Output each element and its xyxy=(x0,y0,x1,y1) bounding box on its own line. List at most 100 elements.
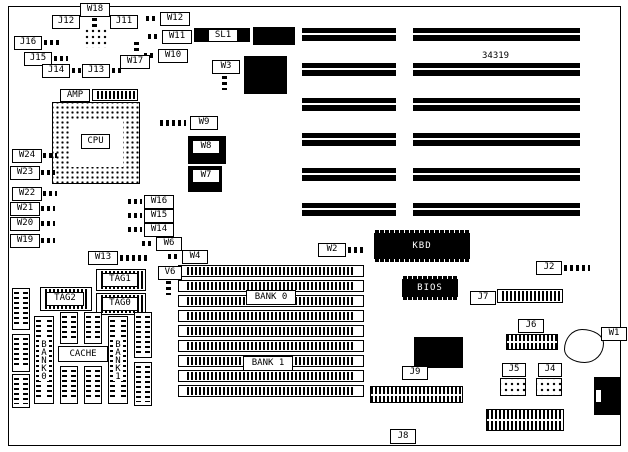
connector-header xyxy=(486,409,564,431)
jumper-pins-j15 xyxy=(54,56,68,61)
isa-slot-2-left xyxy=(302,63,396,76)
jumper-label-w18: W18 xyxy=(80,3,110,17)
connector-j7 xyxy=(497,289,563,303)
cache-label: CACHE xyxy=(58,346,108,362)
jumper-label-w11: W11 xyxy=(162,30,192,44)
bank0-sram-chip: BANK0 xyxy=(34,316,54,404)
isa-slot-4-right xyxy=(413,133,580,146)
amp-connector xyxy=(92,89,138,101)
connector-label-j15: J15 xyxy=(24,52,52,66)
din-connector-notch xyxy=(596,390,601,402)
jumper-label-w24: W24 xyxy=(12,149,42,163)
kbd-label: KBD xyxy=(412,241,432,251)
bank1-sram-label: BANK1 xyxy=(113,339,123,381)
simm-slot-6 xyxy=(178,340,364,352)
ic-chip xyxy=(244,56,287,94)
jumper-label-w3: W3 xyxy=(212,60,240,74)
sram-chip xyxy=(134,362,152,406)
jumper-pins-w16 xyxy=(128,199,142,204)
jumper-label-w2: W2 xyxy=(318,243,346,257)
jumper-pins-w6 xyxy=(142,241,154,246)
connector-label-j4: J4 xyxy=(538,363,562,377)
bios-chip: BIOS xyxy=(402,276,458,300)
sram-chip xyxy=(134,312,152,358)
jumper-pins-w23 xyxy=(41,170,55,175)
jumper-pins-j16 xyxy=(44,40,62,45)
jumper-label-w12: W12 xyxy=(160,12,190,26)
bank1-label: BANK 1 xyxy=(243,356,293,371)
jumper-label-w8: W8 xyxy=(192,140,220,154)
kbd-controller-chip: KBD xyxy=(374,230,470,262)
jumper-pins-w4 xyxy=(168,254,180,259)
jumper-label-w7: W7 xyxy=(192,169,220,183)
jumper-pins-w10 xyxy=(144,53,156,58)
tag2-label: TAG2 xyxy=(46,292,84,306)
sram-chip xyxy=(12,374,30,408)
jumper-label-w15: W15 xyxy=(144,209,174,223)
connector-label-j12: J12 xyxy=(52,15,80,29)
jumper-label-w13: W13 xyxy=(88,251,118,265)
simm-slot-8 xyxy=(178,370,364,382)
connector-label-j11: J11 xyxy=(110,15,138,29)
jumper-pins-w18 xyxy=(92,18,97,28)
part-number: 34319 xyxy=(482,51,510,61)
jumper-label-w22: W22 xyxy=(12,187,42,201)
jumper-label-w9: W9 xyxy=(190,116,218,130)
sram-chip xyxy=(60,366,78,404)
jumper-pins-w17 xyxy=(134,42,139,54)
jumper-label-w14: W14 xyxy=(144,223,174,237)
isa-slot-3-left xyxy=(302,98,396,111)
jumper-pins-w24 xyxy=(43,153,57,158)
jumper-label-w4: W4 xyxy=(182,250,208,264)
jumper-pins-w22 xyxy=(43,191,57,196)
sram-chip xyxy=(84,366,102,404)
jumper-pins-w14 xyxy=(128,227,142,232)
amp-label: AMP xyxy=(60,89,90,102)
jumper-label-w6: W6 xyxy=(156,237,182,251)
connector-j9 xyxy=(370,386,463,403)
sram-chip xyxy=(12,288,30,330)
isa-slot-4-left xyxy=(302,133,396,146)
jumper-label-w17: W17 xyxy=(120,55,150,69)
jumper-pins-v6 xyxy=(166,281,171,295)
tag0-label: TAG0 xyxy=(102,297,138,311)
sl1-label: SL1 xyxy=(208,29,238,42)
isa-slot-2-right xyxy=(413,63,580,76)
jumper-label-w1: W1 xyxy=(601,327,627,341)
isa-slot-3-right xyxy=(413,98,580,111)
w1-connector-outline xyxy=(564,329,604,363)
connector-pins-j2 xyxy=(564,265,590,271)
jumper-pins-w15 xyxy=(128,213,142,218)
isa-slot-1-right xyxy=(413,28,580,41)
sram-chip xyxy=(84,312,102,344)
jumper-pins-w13 xyxy=(120,255,150,261)
connector-label-j9: J9 xyxy=(402,366,428,380)
jumper-block-pins xyxy=(84,28,108,48)
simm-slot-9 xyxy=(178,385,364,397)
jumper-label-w20: W20 xyxy=(10,217,40,231)
isa-slot-5-right xyxy=(413,168,580,181)
jumper-pins-w3 xyxy=(222,76,227,90)
jumper-label-v6: V6 xyxy=(158,266,182,280)
jumper-pins-j13 xyxy=(112,68,124,73)
ic-chip xyxy=(414,337,463,368)
isa-slot-5-left xyxy=(302,168,396,181)
jumper-label-w23: W23 xyxy=(10,166,40,180)
jumper-pins-w2 xyxy=(348,247,366,253)
connector-j5 xyxy=(500,378,526,396)
jumper-pins-w20 xyxy=(41,221,55,226)
connector-label-j16: J16 xyxy=(14,36,42,50)
jumper-pins-w9 xyxy=(160,120,186,126)
jumper-pins-w11 xyxy=(148,34,160,39)
jumper-label-w21: W21 xyxy=(10,202,40,216)
bios-label: BIOS xyxy=(417,283,443,293)
isa-slot-1-left xyxy=(302,28,396,41)
connector-j6 xyxy=(506,334,558,350)
connector-label-j5: J5 xyxy=(502,363,526,377)
jumper-pins-j14 xyxy=(72,68,84,73)
isa-slot-6-right xyxy=(413,203,580,216)
sram-chip xyxy=(60,312,78,344)
simm-slot-1 xyxy=(178,265,364,277)
bank0-label: BANK 0 xyxy=(246,290,296,305)
